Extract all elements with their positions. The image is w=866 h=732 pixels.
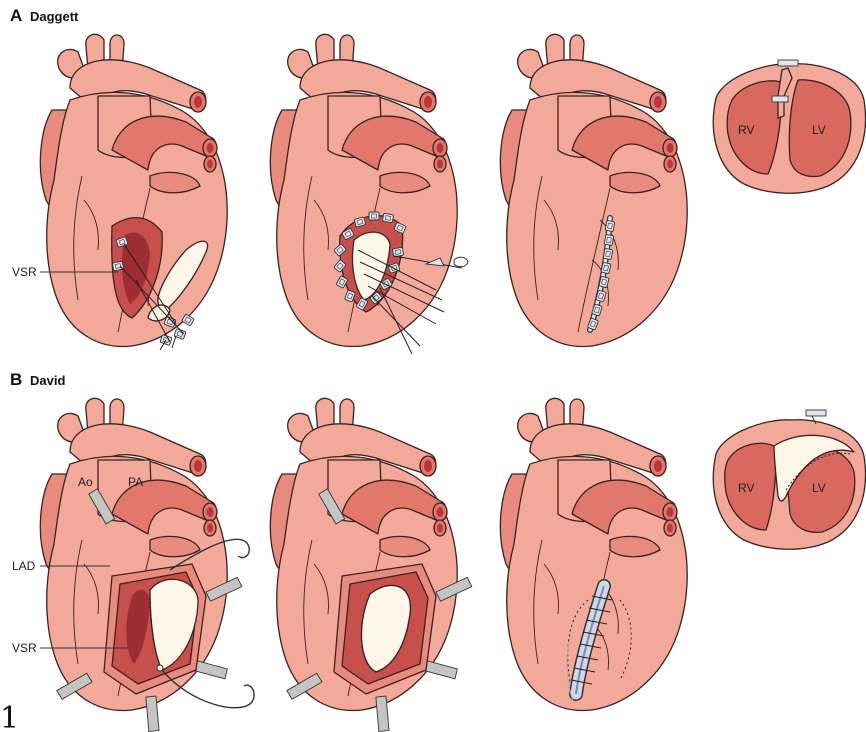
cross-section-a: RV LV <box>713 60 865 193</box>
panel-a-step-1 <box>40 34 227 350</box>
panel-a-step-3 <box>500 34 687 346</box>
panel-a-letter: A <box>10 6 22 25</box>
pa-label: PA <box>128 475 143 489</box>
lv-label-a: LV <box>812 123 826 137</box>
lv-label-b: LV <box>812 481 826 495</box>
rv-label-a: RV <box>738 123 754 137</box>
panel-b-step-1 <box>40 398 254 732</box>
page-number: 1 <box>0 701 19 732</box>
rv-label-b: RV <box>738 481 754 495</box>
panel-b-name: David <box>30 373 65 388</box>
panel-b-letter: B <box>10 370 22 389</box>
lad-label: LAD <box>12 559 36 573</box>
vsr-label-b: VSR <box>12 641 37 655</box>
panel-b-step-3 <box>500 398 687 710</box>
cross-section-b: RV LV <box>713 410 865 549</box>
ao-label: Ao <box>78 475 93 489</box>
vsr-label-a: VSR <box>12 265 37 279</box>
panel-a-name: Daggett <box>30 9 79 24</box>
panel-b-step-2 <box>270 398 473 732</box>
panel-a-step-2 <box>270 34 468 354</box>
